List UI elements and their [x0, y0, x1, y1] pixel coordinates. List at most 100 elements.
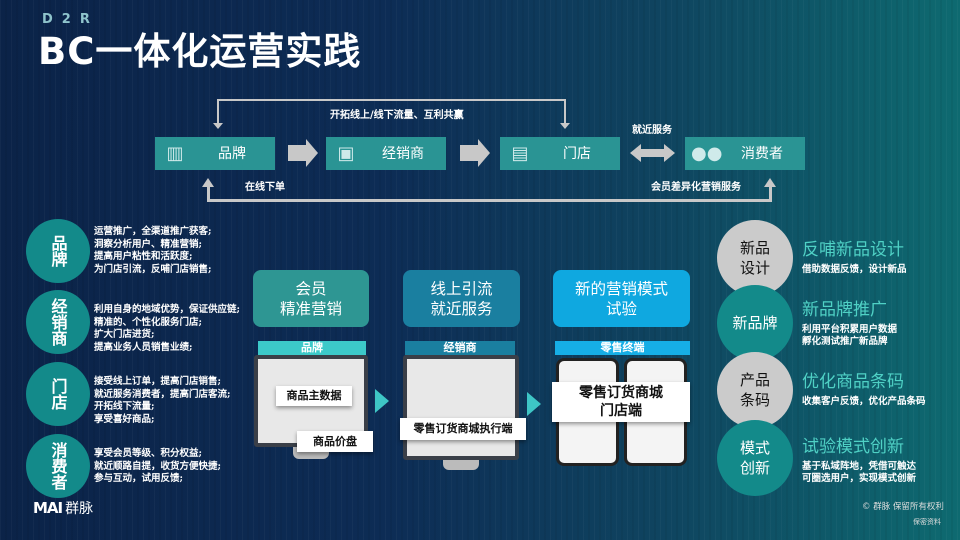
desc-line: 基于私域阵地，凭借可触达 [802, 461, 917, 472]
bottom-connector [207, 199, 772, 202]
card-new-marketing-model: 新的营销模式试验 [553, 270, 690, 327]
flow-node-label: 消费者 [741, 145, 783, 162]
logo-text: MAI [33, 499, 63, 517]
arrow-right-icon [288, 139, 318, 167]
circle-line: 设计 [739, 259, 770, 277]
card-member-marketing: 会员精准营销 [253, 270, 369, 327]
benefit-circle-new-product: 新品设计 [717, 220, 793, 296]
role-desc-distributor: 利用自身的地域优势，保证供应链;精准的、个性化服务门店;扩大门店进货;提高业务人… [94, 304, 240, 354]
member-marketing-label: 会员差异化营销服务 [651, 182, 741, 193]
flow-node-consumer: ●● 消费者 [685, 137, 805, 170]
role-circle-distributor: 经销商 [26, 290, 90, 354]
label-product-master-data: 商品主数据 [276, 386, 352, 406]
role-name: 品牌 [48, 235, 68, 267]
benefit-title: 优化商品条码 [802, 372, 904, 392]
role-name: 经销商 [48, 298, 68, 346]
monitor-stand [443, 460, 479, 470]
role-name: 消费者 [48, 442, 68, 490]
role-desc-consumer: 享受会员等级、积分权益;就近顺路自提，收货方便快捷;参与互动，试用反馈; [94, 448, 221, 486]
card-line: 试验 [605, 299, 637, 318]
desc-line: 借助数据反馈，设计新品 [802, 264, 907, 275]
arrow-up-icon [202, 178, 214, 187]
desc-line: 运营推广，全渠道推广获客; [94, 226, 212, 237]
desc-line: 就近顺路自提，收货方便快捷; [94, 460, 222, 472]
card-line: 精准营销 [279, 299, 342, 318]
arrow-down-icon [560, 123, 570, 129]
desc-line: 享受会员等级、积分权益; [94, 448, 203, 459]
flow-node-label: 品牌 [218, 145, 246, 162]
desc-line: 开拓线下流量; [94, 401, 155, 412]
double-arrow-icon [640, 149, 666, 157]
label-retail-mall-store: 零售订货商城门店端 [552, 382, 690, 422]
monitor-distributor-screenshot [403, 355, 519, 460]
circle-line: 产品 [739, 371, 770, 389]
section-tag: D2R [42, 12, 99, 27]
card-line: 线上引流 [430, 279, 493, 298]
arrow-up-icon [764, 178, 776, 187]
sub-label-distributor: 经销商 [405, 341, 515, 355]
benefit-desc: 借助数据反馈，设计新品 [802, 264, 907, 276]
role-circle-brand: 品牌 [26, 219, 90, 283]
arrow-right-icon [375, 389, 389, 413]
top-connector-left [217, 99, 219, 125]
online-order-label: 在线下单 [245, 182, 285, 193]
bottom-connector-left [207, 186, 210, 201]
top-connector-right [564, 99, 566, 125]
confidential-text: 保密资料 [913, 518, 941, 526]
desc-line: 利用自身的地域优势，保证供应链; [94, 304, 241, 315]
arrow-down-icon [213, 123, 223, 129]
role-circle-consumer: 消费者 [26, 434, 90, 498]
card-line: 新的营销模式 [574, 279, 668, 298]
benefit-circle-model: 模式创新 [717, 420, 793, 496]
desc-line: 洞察分析用户、精准营销; [94, 238, 203, 250]
sub-label-retail: 零售终端 [555, 341, 690, 355]
role-name: 门店 [48, 378, 68, 410]
desc-line: 可圈选用户，实现模式创新 [802, 473, 917, 484]
presentation-icon: ▣ [337, 142, 355, 164]
circle-line: 创新 [739, 459, 770, 477]
double-arrow-left-head [630, 144, 641, 162]
desc-line: 享受喜好商品; [94, 413, 155, 425]
role-desc-brand: 运营推广，全渠道推广获客;洞察分析用户、精准营销;提高用户粘性和活跃度;为门店引… [94, 226, 212, 276]
desc-line: 收集客户反馈，优化产品条码 [802, 396, 926, 407]
benefit-circle-new-brand: 新品牌 [717, 285, 793, 361]
benefit-desc: 基于私域阵地，凭借可触达可圈选用户，实现模式创新 [802, 461, 916, 485]
store-window-icon: ▤ [511, 142, 529, 164]
flow-node-label: 经销商 [382, 145, 424, 162]
card-line: 就近服务 [430, 299, 493, 318]
desc-line: 接受线上订单，提高门店销售; [94, 376, 222, 387]
circle-line: 模式 [739, 439, 770, 457]
desc-line: 扩大门店进货; [94, 329, 155, 340]
flow-node-distributor: ▣ 经销商 [326, 137, 446, 170]
flow-node-label: 门店 [563, 145, 591, 162]
circle-line: 新品牌 [732, 314, 778, 332]
top-connector [217, 99, 566, 101]
building-icon: ▥ [166, 142, 184, 164]
desc-line: 利用平台积累用户数据 [802, 324, 898, 335]
circle-line: 新品 [739, 239, 770, 257]
copyright-text: © 群脉 保留所有权利 [862, 502, 944, 512]
desc-line: 提高用户粘性和活跃度; [94, 251, 193, 262]
benefit-title: 反哺新品设计 [802, 240, 904, 260]
flow-node-brand: ▥ 品牌 [155, 137, 275, 170]
desc-line: 精准的、个性化服务门店; [94, 316, 203, 328]
benefit-title: 试验模式创新 [802, 437, 904, 457]
label-retail-mall-execution: 零售订货商城执行端 [400, 418, 526, 440]
flow-node-store: ▤ 门店 [500, 137, 620, 170]
benefit-title: 新品牌推广 [802, 300, 887, 320]
benefit-desc: 收集客户反馈，优化产品条码 [802, 396, 926, 408]
label-line: 门店端 [600, 403, 642, 419]
desc-line: 孵化测试推广新品牌 [802, 336, 888, 347]
logo-cn-text: 群脉 [65, 501, 94, 517]
arrow-right-icon [460, 139, 490, 167]
label-line: 零售订货商城 [579, 385, 663, 401]
people-icon: ●● [691, 142, 723, 164]
sub-label-brand: 品牌 [258, 341, 366, 355]
card-online-traffic: 线上引流就近服务 [403, 270, 520, 327]
desc-line: 为门店引流，反哺门店销售; [94, 263, 212, 275]
benefit-circle-barcode: 产品条码 [717, 352, 793, 428]
arrow-right-icon [527, 392, 541, 416]
bottom-connector-right [769, 186, 772, 201]
desc-line: 就近服务消费者，提高门店客流; [94, 388, 231, 400]
